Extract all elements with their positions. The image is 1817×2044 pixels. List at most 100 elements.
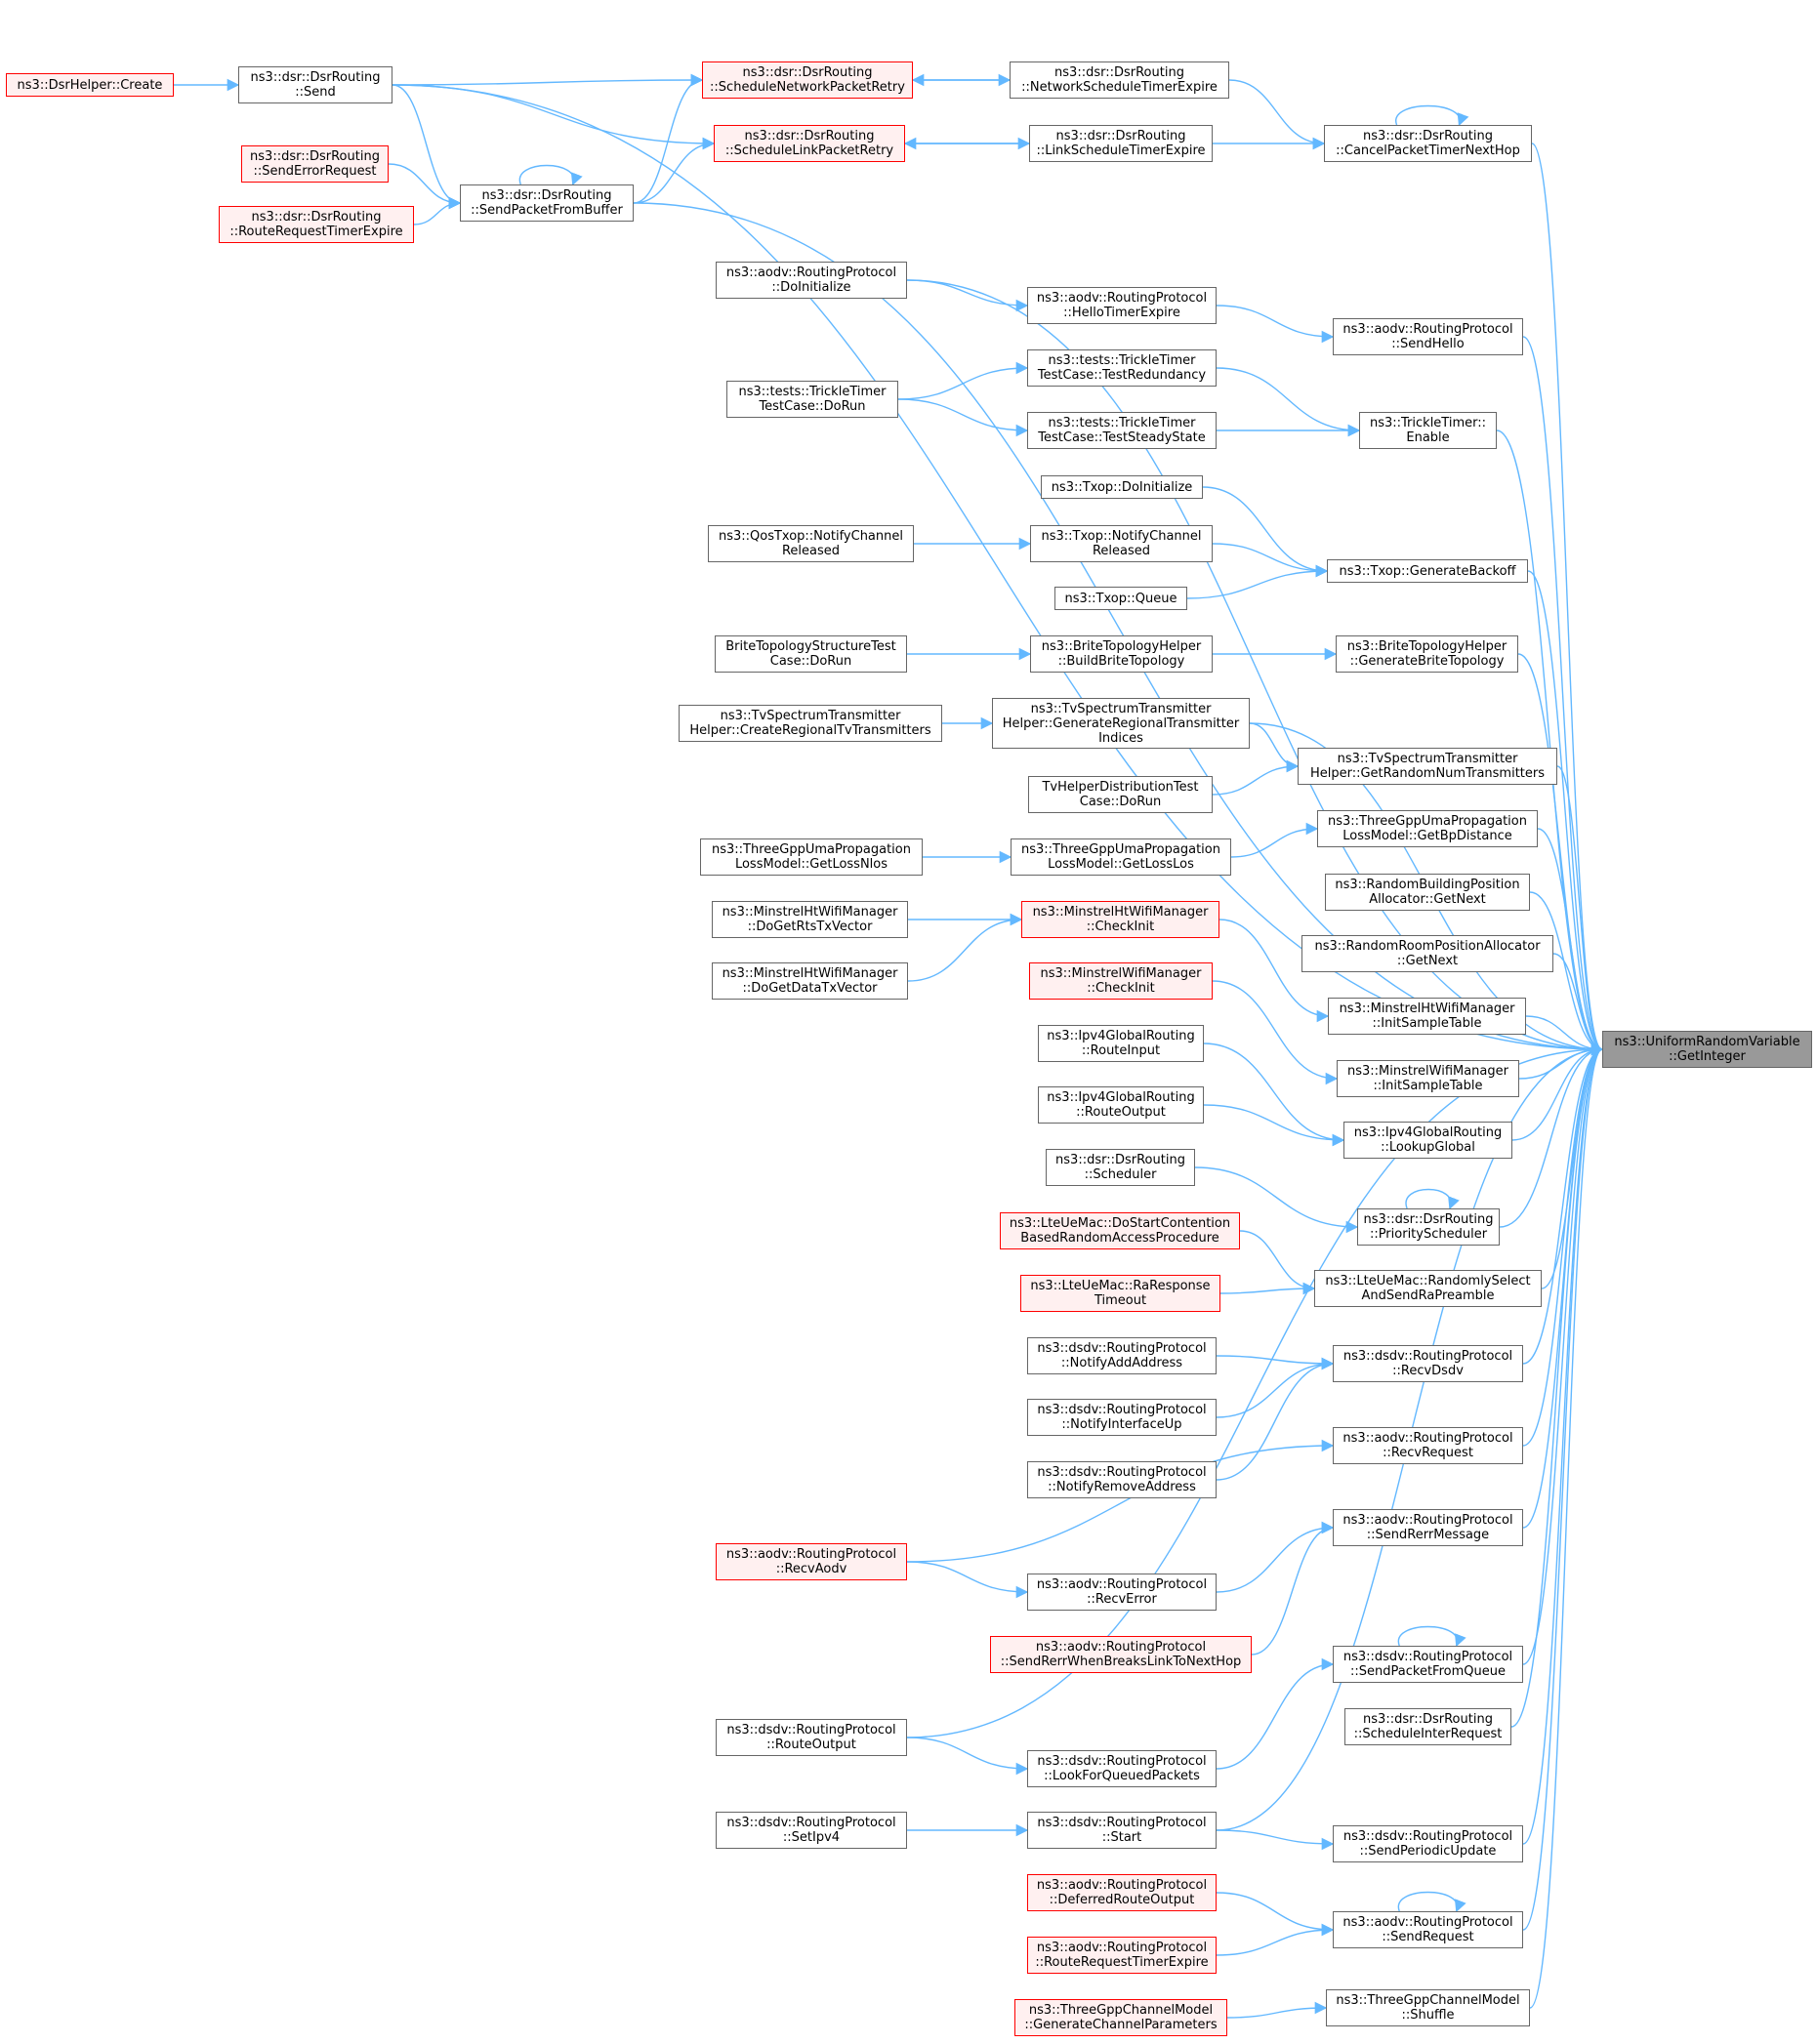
node-label-line: ns3::dsr::DsrRouting [1363, 129, 1493, 143]
node-aodv-sendhello[interactable]: ns3::aodv::RoutingProtocol::SendHello [1333, 318, 1523, 355]
node-dsr-send[interactable]: ns3::dsr::DsrRouting::Send [238, 66, 392, 103]
node-aodv-recvaodv[interactable]: ns3::aodv::RoutingProtocol::RecvAodv [716, 1543, 907, 1580]
node-aodv-routereqtimer[interactable]: ns3::aodv::RoutingProtocol::RouteRequest… [1027, 1937, 1217, 1974]
node-aodv-deferred[interactable]: ns3::aodv::RoutingProtocol::DeferredRout… [1027, 1874, 1217, 1911]
node-label-line: ns3::Txop::Queue [1064, 591, 1177, 606]
node-ipv4g-routeinput[interactable]: ns3::Ipv4GlobalRouting::RouteInput [1038, 1025, 1204, 1062]
node-randroom[interactable]: ns3::RandomRoomPositionAllocator::GetNex… [1301, 935, 1553, 972]
edge-dsdv-start-to-dsdv-sendperiodic [1216, 1829, 1335, 1851]
node-label-line: Case::DoRun [1079, 795, 1162, 809]
node-label-line: ns3::tests::TrickleTimer [1048, 416, 1196, 430]
node-aodv-recvreq[interactable]: ns3::aodv::RoutingProtocol::RecvRequest [1333, 1427, 1523, 1464]
node-aodv-senderrwhen[interactable]: ns3::aodv::RoutingProtocol::SendRerrWhen… [990, 1636, 1252, 1673]
node-dsdv-notifyif[interactable]: ns3::dsdv::RoutingProtocol::NotifyInterf… [1027, 1399, 1217, 1436]
node-brite-build[interactable]: ns3::BriteTopologyHelper::BuildBriteTopo… [1030, 635, 1213, 673]
node-dsr-senderror[interactable]: ns3::dsr::DsrRouting::SendErrorRequest [241, 145, 389, 183]
node-dsdv-routeoutput[interactable]: ns3::dsdv::RoutingProtocol::RouteOutput [716, 1719, 907, 1756]
node-dsr-schedinter[interactable]: ns3::dsr::DsrRouting::ScheduleInterReque… [1344, 1708, 1511, 1745]
node-dsdv-sendperiodic[interactable]: ns3::dsdv::RoutingProtocol::SendPeriodic… [1333, 1825, 1523, 1862]
node-aodv-hellotimer[interactable]: ns3::aodv::RoutingProtocol::HelloTimerEx… [1027, 287, 1217, 324]
node-dsr-routereqtimer[interactable]: ns3::dsr::DsrRouting::RouteRequestTimerE… [219, 206, 414, 243]
node-trickle-enable[interactable]: ns3::TrickleTimer::Enable [1359, 412, 1497, 449]
node-txop-queue[interactable]: ns3::Txop::Queue [1054, 587, 1187, 610]
edge-dsr-priosched-to-root [1499, 1042, 1604, 1228]
node-dsr-linkschedtimer[interactable]: ns3::dsr::DsrRouting::LinkScheduleTimerE… [1029, 125, 1213, 162]
node-txop-doinit[interactable]: ns3::Txop::DoInitialize [1041, 475, 1203, 499]
node-dsdv-start[interactable]: ns3::dsdv::RoutingProtocol::Start [1027, 1812, 1217, 1849]
node-mht-initsample[interactable]: ns3::MinstrelHtWifiManager::InitSampleTa… [1328, 998, 1526, 1035]
node-brite-generate[interactable]: ns3::BriteTopologyHelper::GenerateBriteT… [1336, 635, 1518, 673]
node-gpp-genchannel[interactable]: ns3::ThreeGppChannelModel::GenerateChann… [1014, 1999, 1227, 2036]
node-dsr-sendpktbuf[interactable]: ns3::dsr::DsrRouting::SendPacketFromBuff… [460, 184, 634, 222]
node-mw-initsample[interactable]: ns3::MinstrelWifiManager::InitSampleTabl… [1337, 1060, 1519, 1097]
node-aodv-doinit[interactable]: ns3::aodv::RoutingProtocol::DoInitialize [716, 262, 907, 299]
edge-dsr-sendpktbuf-to-dsr-sendpktbuf [518, 164, 583, 186]
node-dsr-netschedtimer[interactable]: ns3::dsr::DsrRouting::NetworkScheduleTim… [1010, 61, 1229, 99]
node-label-line: ns3::LteUeMac::RaResponse [1030, 1279, 1211, 1293]
node-aodv-sendreq[interactable]: ns3::aodv::RoutingProtocol::SendRequest [1333, 1911, 1523, 1948]
node-dsdv-notifyadd[interactable]: ns3::dsdv::RoutingProtocol::NotifyAddAdd… [1027, 1337, 1217, 1374]
node-mw-checkinit[interactable]: ns3::MinstrelWifiManager::CheckInit [1029, 962, 1213, 1000]
node-mht-checkinit[interactable]: ns3::MinstrelHtWifiManager::CheckInit [1021, 901, 1219, 938]
node-dsr-schednetretry[interactable]: ns3::dsr::DsrRouting::ScheduleNetworkPac… [702, 61, 913, 99]
node-dsdv-lookfor[interactable]: ns3::dsdv::RoutingProtocol::LookForQueue… [1027, 1750, 1217, 1787]
node-txop-genbackoff[interactable]: ns3::Txop::GenerateBackoff [1327, 559, 1528, 583]
node-ipv4g-lookup[interactable]: ns3::Ipv4GlobalRouting::LookupGlobal [1343, 1122, 1512, 1159]
node-ipv4g-routeoutput[interactable]: ns3::Ipv4GlobalRouting::RouteOutput [1038, 1086, 1204, 1124]
edge-dsr-priosched-to-dsr-priosched [1405, 1188, 1460, 1210]
node-dsr-cancelpkt[interactable]: ns3::dsr::DsrRouting::CancelPacketTimerN… [1324, 125, 1532, 162]
edge-mw-checkinit-to-mw-initsample [1212, 980, 1339, 1085]
node-label-line: ns3::RandomRoomPositionAllocator [1314, 939, 1541, 954]
node-label-line: ns3::dsdv::RoutingProtocol [1037, 1816, 1207, 1830]
node-label-line: ns3::DsrHelper::Create [17, 77, 163, 93]
node-dsr-priosched[interactable]: ns3::dsr::DsrRouting::PriorityScheduler [1357, 1208, 1500, 1246]
node-aodv-sendrerr[interactable]: ns3::aodv::RoutingProtocol::SendRerrMess… [1333, 1509, 1523, 1546]
node-aodv-recverror[interactable]: ns3::aodv::RoutingProtocol::RecvError [1027, 1574, 1217, 1611]
node-label-line: TestCase::TestSteadyState [1038, 430, 1206, 445]
node-dsdv-setipv4[interactable]: ns3::dsdv::RoutingProtocol::SetIpv4 [716, 1812, 907, 1849]
node-label-line: ::RouteOutput [1076, 1105, 1166, 1120]
node-label-line: TvHelperDistributionTest [1042, 780, 1199, 795]
edge-randbuilding-to-root [1529, 891, 1604, 1056]
node-dsdv-recvdsdv[interactable]: ns3::dsdv::RoutingProtocol::RecvDsdv [1333, 1345, 1523, 1382]
node-dsr-schedlinkretry[interactable]: ns3::dsr::DsrRouting::ScheduleLinkPacket… [714, 125, 905, 162]
edge-dsr-send-to-dsr-schedlinkretry [392, 84, 716, 150]
node-dsdv-sendpktq[interactable]: ns3::dsdv::RoutingProtocol::SendPacketFr… [1333, 1646, 1523, 1683]
node-label-line: ns3::dsr::DsrRouting [250, 149, 380, 164]
node-label-line: ::DoGetDataTxVector [742, 981, 878, 996]
edge-lte-dostart-to-lte-randsel [1239, 1230, 1316, 1295]
node-mht-dogetrts[interactable]: ns3::MinstrelHtWifiManager::DoGetRtsTxVe… [712, 901, 908, 938]
node-dsrhelper-create[interactable]: ns3::DsrHelper::Create [6, 73, 174, 97]
node-label-line: ns3::dsr::DsrRouting [742, 65, 873, 80]
node-label-line: ::RouteRequestTimerExpire [1035, 1955, 1209, 1970]
node-label-line: ns3::RandomBuildingPosition [1335, 878, 1520, 892]
node-mht-dogetdata[interactable]: ns3::MinstrelHtWifiManager::DoGetDataTxV… [712, 962, 908, 1000]
node-dsr-scheduler[interactable]: ns3::dsr::DsrRouting::Scheduler [1046, 1149, 1195, 1186]
node-label-line: ns3::dsdv::RoutingProtocol [1037, 1341, 1207, 1356]
edge-uma-getlosslos-to-uma-getbp [1230, 822, 1319, 858]
edge-gpp-shuffle-to-root [1529, 1043, 1604, 2009]
node-label-line: ::SetIpv4 [782, 1830, 841, 1845]
node-gpp-shuffle[interactable]: ns3::ThreeGppChannelModel::Shuffle [1326, 1989, 1530, 2026]
node-label-line: ns3::dsr::DsrRouting [1055, 1153, 1185, 1167]
node-label-line: ns3::tests::TrickleTimer [1048, 353, 1196, 368]
node-dsdv-notifyrem[interactable]: ns3::dsdv::RoutingProtocol::NotifyRemove… [1027, 1461, 1217, 1498]
node-label-line: ns3::dsr::DsrRouting [1055, 129, 1186, 143]
